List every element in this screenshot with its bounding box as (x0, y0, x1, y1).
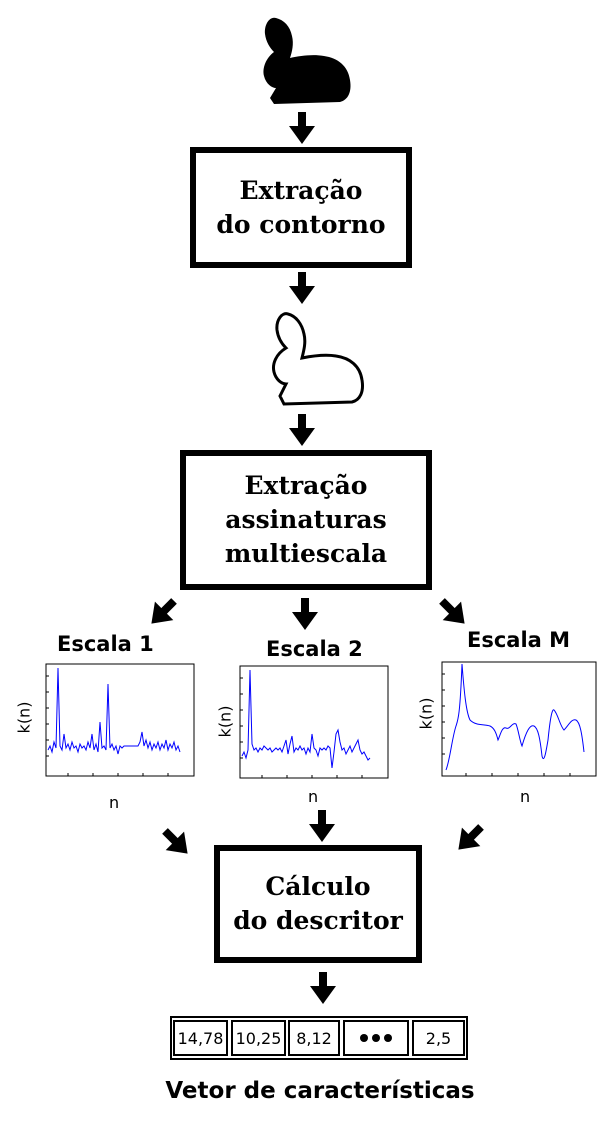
scale-2-xlabel: n (308, 787, 319, 806)
feature-vector (170, 1016, 468, 1060)
bunny-silhouette-icon (263, 17, 351, 105)
arrow-down-icon (309, 810, 335, 842)
arrow-down-right-icon (439, 598, 465, 624)
scale-2-label: Escala 2 (266, 637, 363, 661)
signature-extraction-line-3: multiescala (224, 539, 388, 568)
scale-1-ylabel: k(n) (14, 701, 34, 734)
descriptor-calculation-box: Cálculo do descritor (214, 845, 422, 963)
vector-cell: 14,78 (173, 1020, 228, 1056)
contour-extraction-line-2: do contorno (216, 209, 386, 239)
scale-1-label: Escala 1 (57, 632, 154, 656)
scale-1-curve (47, 667, 181, 755)
arrow-down-left-icon (458, 824, 484, 850)
scale-1-plot (45, 663, 195, 777)
signature-extraction-line-2: assinaturas (225, 505, 387, 534)
descriptor-calculation-line-2: do descritor (233, 906, 403, 935)
vector-ellipsis-cell (343, 1020, 409, 1056)
arrow-down-icon (292, 598, 318, 630)
scale-m-ylabel: k(n) (416, 697, 436, 730)
arrow-down-icon (289, 414, 315, 446)
scale-m-xlabel: n (520, 787, 531, 806)
arrow-down-icon (289, 272, 315, 304)
contour-extraction-line-1: Extração (239, 175, 363, 205)
ellipsis-icon (360, 1034, 392, 1042)
arrow-down-right-icon (162, 828, 188, 854)
arrow-down-left-icon (151, 598, 177, 624)
feature-vector-caption: Vetor de características (165, 1078, 475, 1104)
scale-m-label: Escala M (467, 628, 571, 652)
scale-2-plot (239, 665, 389, 779)
vector-cell: 2,5 (412, 1020, 465, 1056)
signature-extraction-box: Extração assinaturas multiescala (180, 450, 432, 590)
scale-m-plot (441, 661, 597, 777)
scale-1-xlabel: n (109, 793, 120, 812)
descriptor-calculation-line-1: Cálculo (265, 872, 371, 901)
arrow-down-icon (310, 972, 336, 1004)
vector-cell: 8,12 (288, 1020, 340, 1056)
arrow-down-icon (289, 112, 315, 144)
contour-extraction-box: Extração do contorno (190, 147, 412, 268)
signature-extraction-line-1: Extração (244, 471, 368, 500)
bunny-contour-icon (272, 312, 364, 406)
scale-m-curve (445, 663, 585, 771)
vector-cell: 10,25 (231, 1020, 286, 1056)
scale-2-curve (241, 669, 371, 769)
